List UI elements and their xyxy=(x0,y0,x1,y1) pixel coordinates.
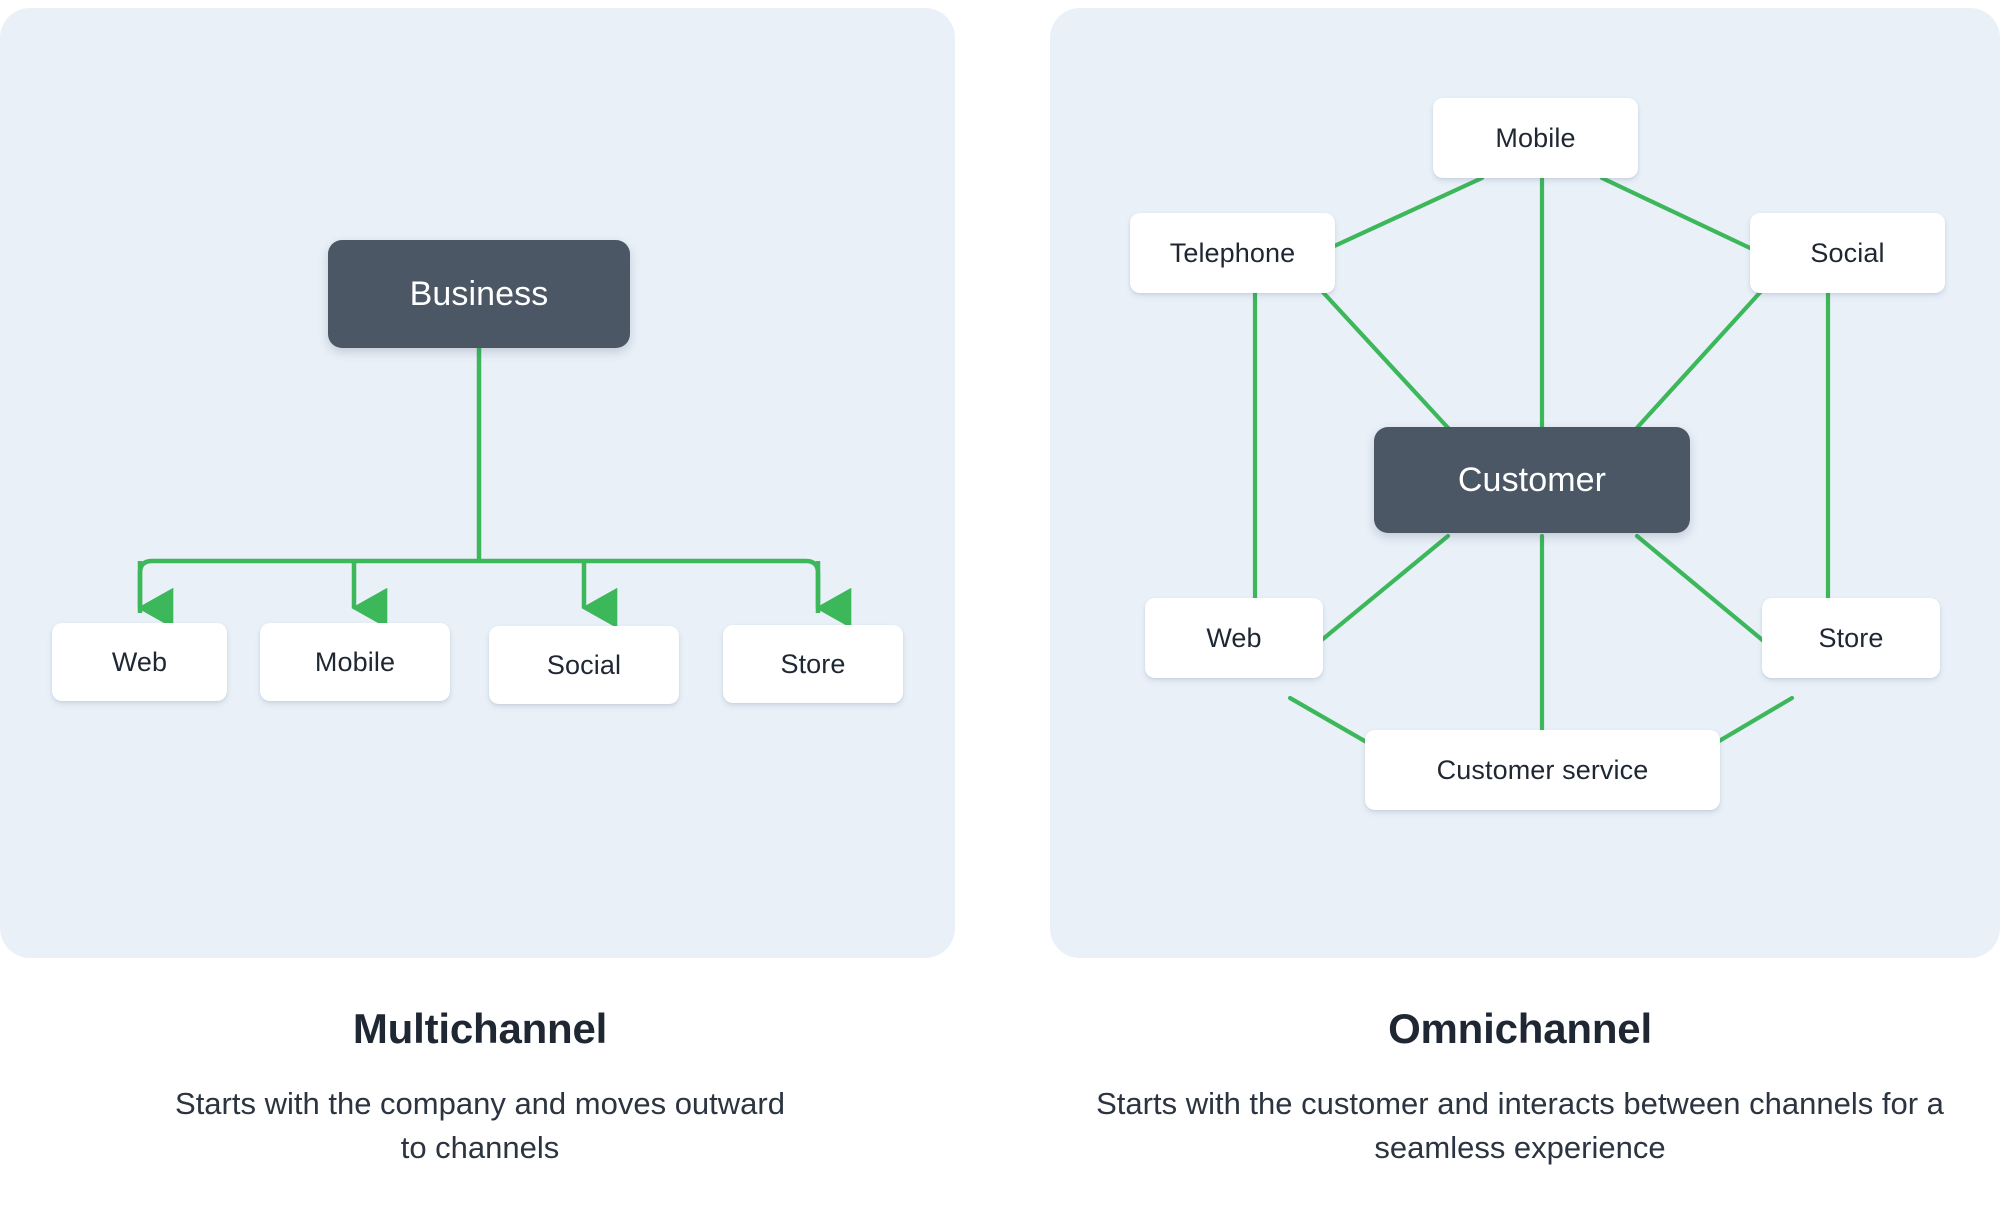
node-web-label: Web xyxy=(1206,622,1262,653)
edge-customer-store xyxy=(1634,533,1775,651)
node-store-label: Store xyxy=(780,648,846,679)
node-social-label: Social xyxy=(1810,237,1885,268)
edge-mobile-telephone xyxy=(1327,175,1485,251)
edge-telephone-customer xyxy=(1305,273,1453,433)
edge-mobile-social xyxy=(1599,175,1753,251)
node-business[interactable]: Business xyxy=(328,240,630,348)
node-business-label: Business xyxy=(409,274,549,313)
omnichannel-connectors xyxy=(1252,175,1831,773)
omnichannel-description: Starts with the customer and interacts b… xyxy=(1096,1086,1944,1166)
multichannel-connectors xyxy=(137,348,852,629)
node-store-label: Store xyxy=(1818,622,1884,653)
node-social[interactable]: Social xyxy=(489,626,679,704)
node-mobile[interactable]: Mobile xyxy=(1433,98,1638,178)
multichannel-description: Starts with the company and moves outwar… xyxy=(175,1086,785,1166)
node-mobile-label: Mobile xyxy=(1495,122,1576,153)
node-customer[interactable]: Customer xyxy=(1374,427,1690,533)
node-mobile-label: Mobile xyxy=(314,646,396,677)
node-telephone-label: Telephone xyxy=(1169,237,1296,268)
edge-customer-web xyxy=(1309,533,1451,651)
node-web[interactable]: Web xyxy=(52,623,227,701)
node-mobile[interactable]: Mobile xyxy=(260,623,450,701)
node-social-label: Social xyxy=(546,649,622,680)
multichannel-column: Business Web Mobile Social Store Multich… xyxy=(0,0,960,1210)
multichannel-canvas xyxy=(0,8,955,958)
edge-social-customer xyxy=(1632,273,1778,433)
node-customer-service[interactable]: Customer service xyxy=(1365,730,1720,810)
node-telephone[interactable]: Telephone xyxy=(1130,213,1335,293)
node-web-label: Web xyxy=(111,646,168,677)
node-social[interactable]: Social xyxy=(1750,213,1945,293)
omnichannel-title: Omnichannel xyxy=(1388,1005,1652,1052)
node-web[interactable]: Web xyxy=(1145,598,1323,678)
omnichannel-panel: Mobile Telephone Social Customer Web Sto… xyxy=(1050,8,2000,958)
node-customer-service-label: Customer service xyxy=(1436,754,1649,785)
connector-bus xyxy=(137,558,821,613)
node-store[interactable]: Store xyxy=(723,625,903,703)
multichannel-title: Multichannel xyxy=(352,1005,608,1052)
multichannel-panel: Business Web Mobile Social Store xyxy=(0,8,955,958)
omnichannel-column: Mobile Telephone Social Customer Web Sto… xyxy=(1040,0,2000,1210)
omnichannel-canvas xyxy=(1050,8,2000,958)
node-store[interactable]: Store xyxy=(1762,598,1940,678)
node-customer-label: Customer xyxy=(1457,460,1607,499)
